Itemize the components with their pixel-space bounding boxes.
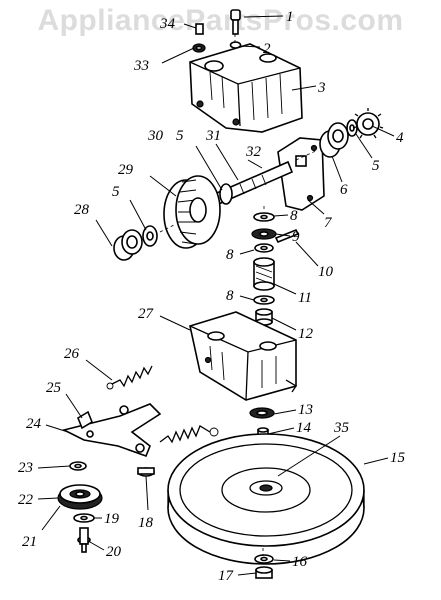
upper-housing-part [189,43,303,133]
nut-part [255,566,273,579]
worm-gear-part [163,175,221,249]
callout-9: 9 [292,229,300,245]
spring-part [106,365,153,390]
callout-27: 27 [138,306,155,322]
callout-4: 4 [396,130,404,146]
washer-part [142,225,158,247]
callout-21: 21 [22,534,37,550]
idler-pulley-part [57,484,103,510]
callout-20: 20 [106,544,122,560]
leader-lines [37,15,395,576]
callout-5-right: 5 [372,158,380,174]
callout-10: 10 [318,264,334,280]
callout-23: 23 [18,460,33,476]
bearing-part [249,407,275,419]
washer-part [346,119,358,137]
washer-part [73,513,95,523]
bolt-part [77,410,93,430]
shoulder-bolt-part [77,527,91,553]
callout-1: 1 [286,9,294,25]
callout-8-low: 8 [226,288,234,304]
bushing-part [319,122,349,158]
callout-30: 30 [147,128,164,144]
callout-31: 31 [205,128,221,144]
bearing-part [251,228,277,240]
drive-pulley-part [167,433,365,565]
callout-8-mid: 8 [226,247,234,263]
bolt-part [229,9,242,49]
washer-part [253,295,275,305]
callout-8-top: 8 [290,208,298,224]
lower-housing-part [189,311,297,401]
callout-29: 29 [118,162,134,178]
callout-15: 15 [390,450,406,466]
callout-24: 24 [26,416,42,432]
callout-5-left: 5 [112,184,120,200]
callout-18: 18 [138,515,154,531]
callout-35: 35 [333,420,350,436]
tension-spring-part [159,425,219,444]
callout-17: 17 [218,568,235,584]
callout-7: 7 [324,215,333,231]
callout-labels: 1 2 3 4 5 6 7 8 9 10 8 11 8 12 13 14 35 … [18,9,406,584]
callout-13: 13 [298,402,313,418]
callout-12: 12 [298,326,314,342]
bearing-plate-part [277,137,325,211]
nut-part [137,467,155,477]
washer-part [69,461,87,471]
washer-part [253,212,275,222]
bushing-part [113,229,143,261]
idler-bracket-part [61,403,162,458]
callout-2: 2 [263,41,271,57]
callout-32: 32 [245,144,262,160]
callout-19: 19 [104,511,120,527]
small-gear-part [352,108,384,139]
callout-33: 33 [133,58,149,74]
callout-5-upper: 5 [176,128,184,144]
callout-25: 25 [46,380,62,396]
callout-16: 16 [292,554,308,570]
washer-part [254,554,274,564]
callout-14: 14 [296,420,312,436]
pinion-gear-part [253,257,275,291]
callout-22: 22 [18,492,34,508]
drive-shaft-part [208,160,294,208]
washer-part [254,243,274,253]
fastener-part [192,23,206,53]
callout-28: 28 [74,202,90,218]
callout-11: 11 [298,290,312,306]
callout-3: 3 [317,80,326,96]
callout-26: 26 [64,346,80,362]
callout-34: 34 [159,16,176,32]
callout-6: 6 [340,182,348,198]
